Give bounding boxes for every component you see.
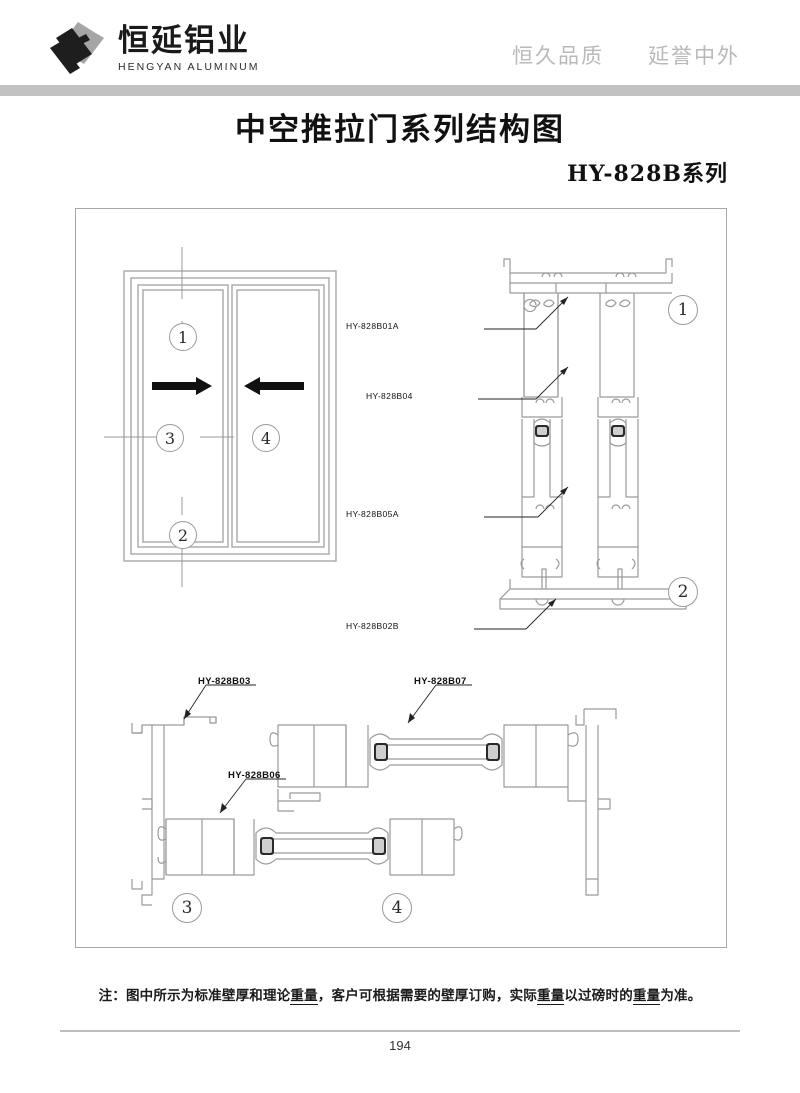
elevation-callout-2: 2 [169,521,197,549]
part-label-b07: HY-828B07 [414,676,467,687]
note-middle: ，客户可根据需要的壁厚订购，实际 [317,988,537,1004]
tagline-left: 恒久品质 [512,44,604,68]
page-title: 中空推拉门系列结构图 [235,112,565,148]
header-divider-bar [0,85,800,96]
section-callout-1: 1 [668,295,698,325]
brand-name-en: HENGYAN ALUMINUM [118,60,260,73]
note-suffix: 为准。 [660,988,702,1004]
page-header: 恒延铝业 HENGYAN ALUMINUM 恒久品质 延誉中外 [0,0,800,86]
note-emphasis-2: 重量 [537,988,565,1005]
bottom-section-leader-lines [183,684,472,814]
brand-logo: 恒延铝业 HENGYAN ALUMINUM [48,20,260,78]
sliding-door-elevation-drawing [104,247,337,587]
note-emphasis-1: 重量 [290,988,318,1005]
part-label-b05a: HY-828B05A [346,509,399,519]
footer-note: 注：图中所示为标准壁厚和理论重量，客户可根据需要的壁厚订购，实际重量以过磅时的重… [0,984,800,1005]
note-prefix: 注：图中所示为标准壁厚和理论 [98,988,291,1004]
tagline-right: 延誉中外 [648,44,740,68]
note-emphasis-3: 重量 [632,988,661,1005]
part-label-b02b: HY-828B02B [346,621,399,631]
part-label-b04: HY-828B04 [366,391,413,401]
part-label-b01a: HY-828B01A [346,321,399,331]
part-label-b03: HY-828B03 [198,676,251,687]
section-leader-lines [474,296,569,630]
section-callout-4: 4 [382,893,412,923]
page-number: 194 [389,1038,411,1053]
part-label-b06: HY-828B06 [228,770,281,781]
jamb-interlock-section-drawing [131,708,617,906]
elevation-callout-3: 3 [156,424,184,452]
section-callout-3: 3 [172,893,202,923]
brand-tagline: 恒久品质 延誉中外 [512,40,740,70]
elevation-callout-1: 1 [169,323,197,351]
brand-name-cn: 恒延铝业 [118,23,250,60]
series-code: HY-828B系列 [567,161,728,187]
drawing-frame: 1 2 3 4 [75,208,727,948]
section-callout-2: 2 [668,577,698,607]
elevation-callout-4: 4 [252,424,280,452]
footer-divider [60,1030,740,1032]
hengyan-h-monogram-icon [48,20,108,78]
note-middle-2: 以过磅时的 [564,988,633,1004]
